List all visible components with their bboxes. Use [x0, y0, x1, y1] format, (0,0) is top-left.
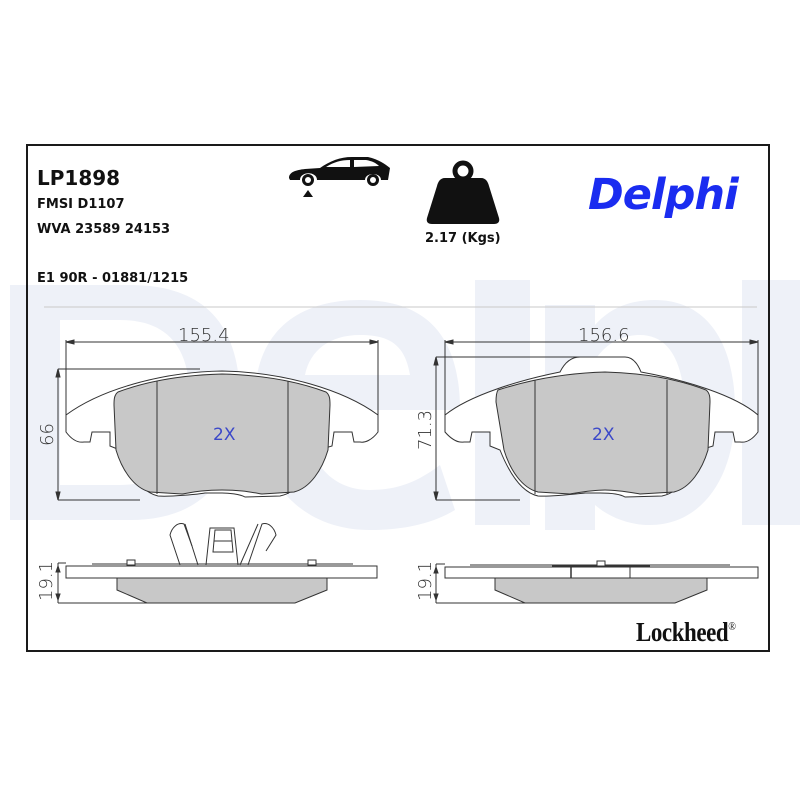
right-pad-thickness-dimension: 19.1: [415, 561, 436, 601]
right-pad-quantity: 2X: [592, 425, 615, 445]
left-pad-height-dimension: 66: [37, 423, 58, 446]
left-pad-quantity: 2X: [213, 425, 236, 445]
left-pad-side-view: [55, 523, 378, 604]
part-number: LP1898: [37, 166, 121, 190]
approval-number: E1 90R - 01881/1215: [37, 271, 189, 286]
delphi-logo: Delphi: [588, 170, 739, 220]
lockheed-logo: Lockheed®: [636, 617, 736, 648]
right-pad-height-dimension: 71.3: [415, 410, 436, 450]
car-front-axle-icon: [289, 157, 390, 197]
right-pad-width-dimension: 156.6: [578, 325, 630, 346]
left-pad-width-dimension: 155.4: [178, 325, 230, 346]
left-pad-front-view: [55, 339, 379, 501]
left-pad-thickness-dimension: 19.1: [36, 561, 57, 601]
weight-value: 2.17 (Kgs): [425, 231, 501, 246]
right-pad-side-view: [433, 560, 759, 604]
lockheed-text: Lockheed: [636, 617, 729, 647]
fmsi-code: FMSI D1107: [37, 197, 125, 212]
wva-code: WVA 23589 24153: [37, 222, 171, 237]
registered-mark: ®: [728, 619, 736, 633]
weight-icon: [426, 160, 500, 224]
drawing-frame: [26, 144, 770, 652]
right-pad-front-view: [433, 339, 759, 501]
